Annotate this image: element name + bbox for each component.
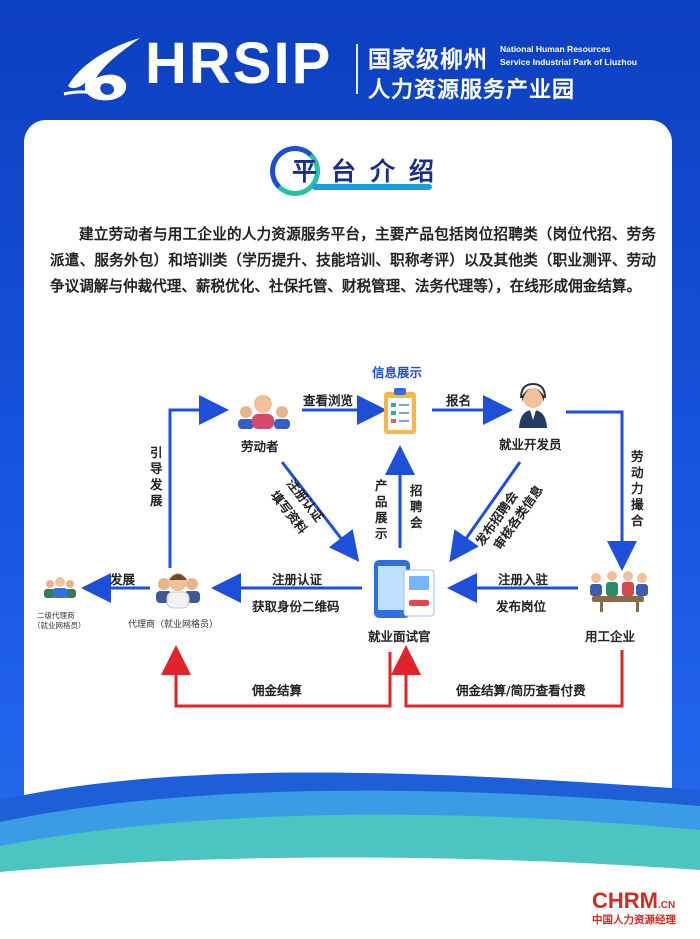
node-enterprise-label: 用工企业 bbox=[585, 629, 636, 644]
chrm-brand: CHRM bbox=[592, 888, 658, 913]
node-developer-label: 就业开发员 bbox=[499, 437, 562, 452]
chrm-domain: .CN bbox=[658, 900, 676, 911]
edge-commission-label: 佣金结算 bbox=[252, 683, 303, 698]
edge-guide-4: 展 bbox=[150, 493, 163, 508]
arrow-labor-match bbox=[566, 410, 637, 571]
edge-guide-1: 引 bbox=[150, 445, 163, 460]
edge-labor-match-5: 合 bbox=[631, 513, 644, 528]
chrm-logo: CHRM.CN bbox=[592, 888, 675, 914]
node-worker-label: 劳动者 bbox=[241, 439, 279, 454]
developer-headset-icon bbox=[519, 382, 547, 428]
edge-labor-match-4: 撮 bbox=[631, 497, 644, 512]
node-interviewer-label: 就业面试官 bbox=[368, 629, 431, 644]
edge-labor-match-2: 动 bbox=[631, 465, 644, 480]
edge-commission-resume-label: 佣金结算/简历查看付费 bbox=[456, 683, 586, 698]
title-underline bbox=[312, 184, 432, 190]
edge-recruit-1: 招 bbox=[410, 483, 423, 498]
arrow-commission bbox=[161, 645, 392, 708]
worker-icon bbox=[238, 395, 290, 429]
node-info-label: 信息展示 bbox=[372, 365, 423, 380]
agent-group-icon bbox=[156, 573, 200, 609]
edge-qr-code-label: 获取身份二维码 bbox=[252, 599, 340, 614]
sub-agent-icon bbox=[44, 577, 76, 598]
edge-browse-label: 查看浏览 bbox=[303, 393, 354, 408]
edge-guide-2: 导 bbox=[150, 461, 163, 476]
title-ring-icon bbox=[270, 146, 320, 196]
arrow-register-cert bbox=[280, 461, 360, 562]
node-agent-label: 代理商（就业网格员） bbox=[128, 620, 219, 630]
hrsip-logo-icon bbox=[63, 38, 140, 101]
enterprise-meeting-icon bbox=[590, 571, 648, 612]
edge-recruit-2: 聘 bbox=[410, 499, 423, 514]
section-title-text: 平台介绍 bbox=[292, 157, 449, 186]
edge-post-job-label: 发布岗位 bbox=[496, 599, 547, 614]
logo-divider bbox=[356, 44, 358, 94]
intro-paragraph: 建立劳动者与用工企业的人力资源服务平台，主要产品包括岗位招聘类（岗位代招、劳务派… bbox=[50, 226, 656, 295]
edge-product-show-label: 产品展示 bbox=[375, 478, 388, 541]
clipboard-icon bbox=[384, 388, 416, 434]
chrm-brand-cn: 中国人力资源经理 bbox=[592, 914, 676, 926]
edge-agent-register-label: 注册认证 bbox=[272, 572, 323, 587]
edge-signup-label: 报名 bbox=[446, 393, 472, 408]
logo-wordmark: HRSIP bbox=[145, 31, 333, 96]
arrow-publish-fair bbox=[449, 461, 522, 563]
park-name-cn-line1: 国家级柳州 bbox=[368, 47, 488, 73]
footer-wave bbox=[0, 772, 700, 939]
header: HRSIP 国家级柳州 人力资源服务产业园 National Human Res… bbox=[0, 0, 700, 120]
edge-ent-register-label: 注册入驻 bbox=[498, 572, 549, 587]
interviewer-phone-icon bbox=[374, 560, 435, 618]
content-card bbox=[24, 120, 672, 840]
node-sub-agent-label-1: 二级代理商 bbox=[37, 611, 75, 620]
arrow-commission-resume bbox=[391, 645, 624, 708]
park-name-en-line1: National Human Resources bbox=[500, 44, 611, 54]
edge-labor-match-3: 力 bbox=[631, 481, 644, 496]
node-sub-agent-label-2: （就业网格员） bbox=[33, 621, 86, 630]
edge-recruit-3: 会 bbox=[410, 515, 423, 530]
park-name-en-line2: Service Industrial Park of Liuzhou bbox=[500, 57, 637, 67]
section-title: 平台介绍 bbox=[270, 146, 435, 198]
edge-labor-match-1: 劳 bbox=[631, 449, 644, 464]
edge-develop-label: 发展 bbox=[110, 572, 136, 587]
park-name-cn-line2: 人力资源服务产业园 bbox=[368, 78, 576, 103]
edge-guide-3: 发 bbox=[150, 477, 163, 492]
arrow-guide bbox=[168, 395, 229, 568]
